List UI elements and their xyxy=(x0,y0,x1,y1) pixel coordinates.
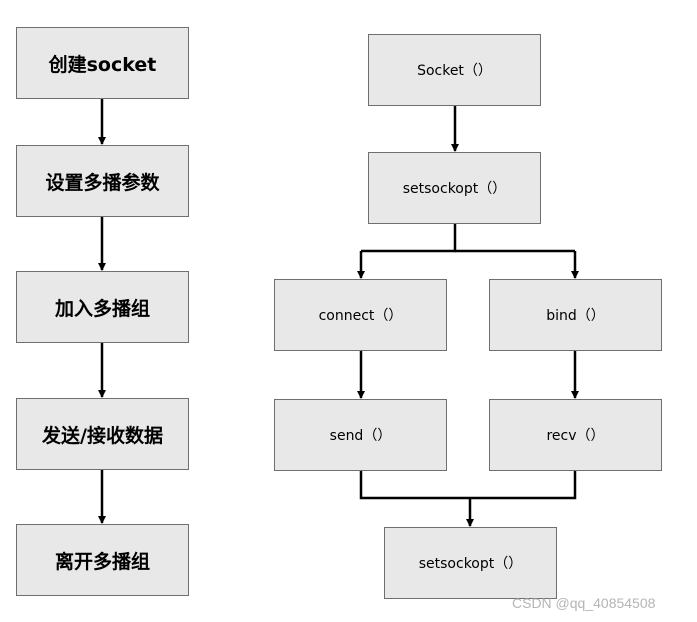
watermark: CSDN @qq_40854508 xyxy=(512,595,656,611)
node-setsockopt-bottom: setsockopt（） xyxy=(384,527,557,599)
step-label: 离开多播组 xyxy=(54,550,150,573)
step-set-multicast-params: 设置多播参数 xyxy=(16,145,189,217)
step-send-receive: 发送/接收数据 xyxy=(16,398,189,470)
node-label: setsockopt（） xyxy=(402,181,507,197)
node-label: send（） xyxy=(329,428,392,444)
step-label: 加入多播组 xyxy=(54,297,150,320)
step-label: 设置多播参数 xyxy=(45,171,160,194)
node-connect: connect（） xyxy=(274,279,447,351)
branch-split xyxy=(361,223,457,253)
node-socket: Socket（） xyxy=(368,34,541,106)
step-join-group: 加入多播组 xyxy=(16,271,189,343)
node-label: Socket（） xyxy=(417,63,492,79)
branch-merge xyxy=(359,470,577,500)
node-recv: recv（） xyxy=(489,399,662,471)
node-label: setsockopt（） xyxy=(418,556,523,572)
step-label: 发送/接收数据 xyxy=(42,424,163,447)
node-bind: bind（） xyxy=(489,279,662,351)
node-label: recv（） xyxy=(546,428,605,444)
step-leave-group: 离开多播组 xyxy=(16,524,189,596)
node-label: bind（） xyxy=(546,308,605,324)
node-setsockopt-top: setsockopt（） xyxy=(368,152,541,224)
step-label: 创建socket xyxy=(48,53,157,76)
step-create-socket: 创建socket xyxy=(16,27,189,99)
node-send: send（） xyxy=(274,399,447,471)
node-label: connect（） xyxy=(318,308,403,324)
